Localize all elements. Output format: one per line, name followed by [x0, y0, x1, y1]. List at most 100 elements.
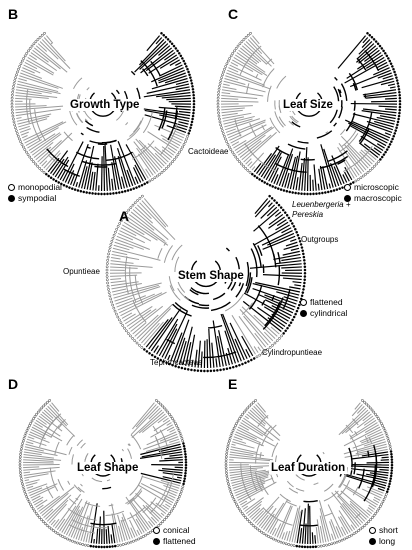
tip-node	[225, 474, 229, 478]
tip-node	[302, 255, 306, 259]
tip-node	[177, 365, 181, 369]
branch	[57, 478, 65, 491]
tip-node	[226, 479, 230, 483]
tip-node	[357, 178, 360, 181]
tip-node	[105, 275, 109, 278]
branch	[84, 453, 89, 462]
branch	[111, 288, 127, 293]
branch	[253, 224, 290, 246]
branch	[175, 337, 186, 364]
branch	[222, 83, 230, 87]
branch	[238, 49, 258, 65]
tip-node	[251, 172, 254, 176]
branch	[238, 316, 264, 350]
tip-node	[247, 520, 251, 523]
branch	[107, 167, 111, 191]
branch	[106, 479, 111, 482]
tip-node	[224, 65, 227, 68]
branch	[369, 472, 389, 477]
clade-label-tephrocacteae: Tephrocacteae	[150, 358, 203, 367]
tip-node	[269, 536, 273, 540]
branch	[269, 518, 279, 535]
branch	[241, 45, 262, 63]
branch	[105, 151, 133, 162]
tip-node	[206, 369, 209, 373]
tip-node	[398, 90, 401, 94]
branch	[94, 165, 108, 168]
trait-title: Leaf Shape	[75, 462, 141, 474]
tip-node	[306, 192, 309, 196]
tip-node	[226, 444, 230, 448]
branch	[130, 305, 164, 332]
branch	[159, 56, 179, 69]
branch	[263, 306, 289, 322]
branch	[319, 515, 327, 543]
tip-node	[120, 190, 124, 194]
tip-node	[267, 535, 270, 538]
tip-node	[219, 79, 223, 82]
clade-label-cactoideae: Cactoideae	[188, 147, 229, 156]
tip-node	[18, 65, 21, 68]
tip-node	[217, 93, 220, 97]
tip-node	[249, 522, 253, 525]
tip-node	[33, 415, 37, 418]
branch	[232, 441, 255, 449]
tip-node	[192, 90, 195, 94]
tip-node	[47, 525, 51, 529]
branch	[212, 292, 226, 301]
branch	[142, 504, 160, 522]
branch	[115, 297, 133, 305]
tip-node	[199, 369, 203, 373]
branch	[169, 429, 176, 433]
tip-node	[30, 505, 34, 508]
tip-node	[392, 134, 396, 138]
branch	[116, 110, 125, 121]
tip-node	[253, 174, 256, 178]
branch	[182, 326, 193, 366]
tip-node	[368, 169, 372, 172]
branch	[306, 157, 309, 191]
branch	[165, 503, 171, 508]
branch	[254, 471, 263, 492]
tip-node	[228, 57, 231, 60]
tip-node	[330, 542, 334, 546]
branch	[108, 504, 114, 507]
branch	[344, 59, 387, 84]
tip-node	[226, 447, 229, 451]
tip-node	[92, 545, 95, 548]
panel-letter: B	[8, 6, 19, 22]
branch	[83, 110, 92, 121]
branch	[221, 89, 264, 97]
branch	[221, 105, 253, 108]
branch	[378, 64, 389, 71]
tip-node	[109, 192, 112, 195]
branch	[95, 163, 99, 191]
tip-node	[247, 360, 250, 363]
tip-node	[135, 341, 139, 345]
branch	[241, 335, 254, 357]
tip-node	[125, 329, 128, 333]
branch	[356, 57, 367, 71]
tip-node	[294, 191, 297, 195]
tip-node	[25, 52, 29, 55]
branch	[361, 433, 384, 444]
tip-node	[376, 42, 380, 46]
tip-node	[179, 148, 183, 151]
tip-node	[176, 426, 180, 430]
branch	[142, 149, 161, 171]
branch	[348, 122, 388, 144]
branch	[134, 314, 159, 337]
tip-node	[12, 120, 16, 124]
tip-node	[348, 535, 351, 538]
tip-node	[22, 57, 25, 60]
tip-node	[221, 132, 225, 135]
tip-node	[175, 500, 179, 504]
branch	[43, 409, 54, 419]
branch	[194, 349, 198, 368]
tip-node	[19, 62, 23, 66]
tip-node	[241, 412, 244, 416]
tip-node	[127, 208, 131, 212]
tip-node	[108, 545, 112, 549]
branch	[295, 177, 299, 191]
branch	[48, 503, 67, 524]
